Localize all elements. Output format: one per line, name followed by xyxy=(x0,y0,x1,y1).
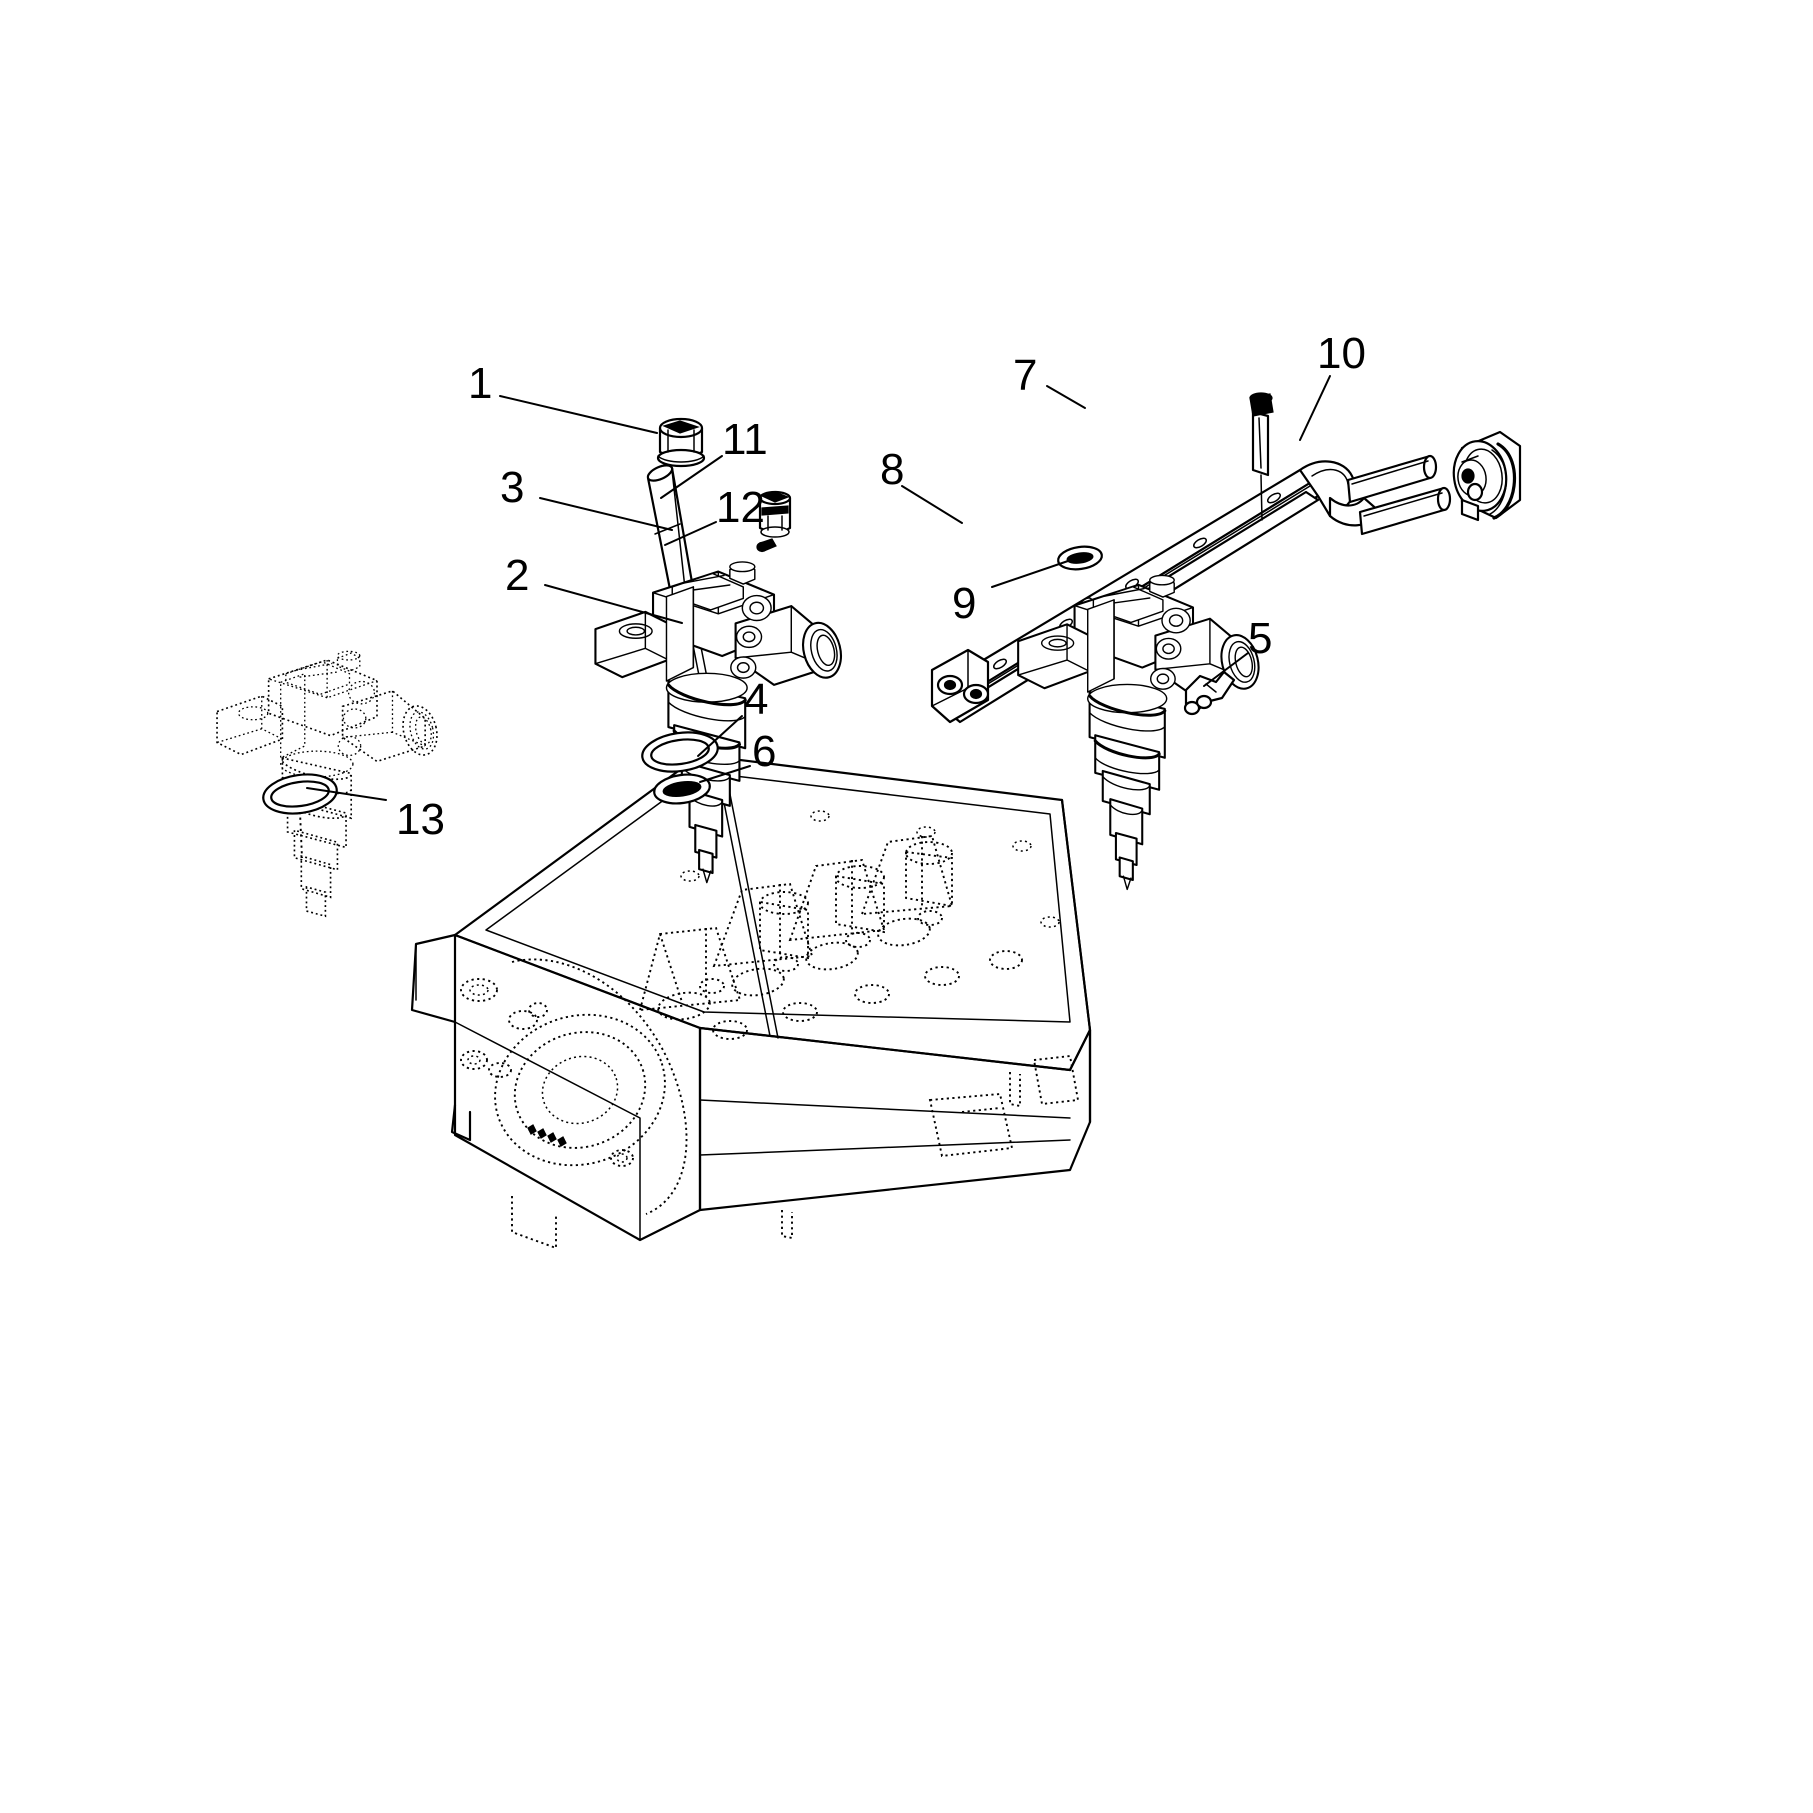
part-retainer-clip[interactable] xyxy=(1183,670,1236,716)
callout-9[interactable]: 9 xyxy=(952,579,977,628)
leader-line-7 xyxy=(1046,385,1086,409)
callout-5[interactable]: 5 xyxy=(1248,614,1273,663)
part-o-ring-small[interactable] xyxy=(652,771,711,807)
callout-1[interactable]: 1 xyxy=(468,359,493,408)
callout-leader-lines xyxy=(306,375,1331,801)
part-o-ring-large[interactable] xyxy=(640,728,721,776)
callout-13[interactable]: 13 xyxy=(396,795,445,844)
callout-3[interactable]: 3 xyxy=(500,463,525,512)
alt-rod-shaft xyxy=(299,811,303,859)
leader-line-13 xyxy=(306,787,387,801)
callout-11[interactable]: 11 xyxy=(722,415,768,464)
leader-line-11 xyxy=(660,455,723,499)
callout-2[interactable]: 2 xyxy=(505,551,530,600)
leader-line-10 xyxy=(1299,375,1331,441)
part-connector-cap[interactable] xyxy=(1449,430,1522,522)
callout-12[interactable]: 12 xyxy=(716,483,765,532)
part-fitting-small[interactable] xyxy=(758,490,792,538)
cylinder-head-block xyxy=(410,753,1092,1250)
part-o-ring-alt[interactable] xyxy=(261,770,340,818)
leader-line-9 xyxy=(991,560,1069,588)
callout-8[interactable]: 8 xyxy=(880,445,905,494)
leader-line-6 xyxy=(699,765,751,783)
callout-6[interactable]: 6 xyxy=(752,727,777,776)
leader-line-4 xyxy=(697,715,743,757)
leader-line-8 xyxy=(901,485,963,524)
leader-line-2 xyxy=(544,584,683,624)
leader-line-12 xyxy=(664,521,717,546)
leader-line-5 xyxy=(1203,652,1249,687)
leader-line-3 xyxy=(539,497,673,531)
callout-4[interactable]: 4 xyxy=(744,675,769,724)
callout-10[interactable]: 10 xyxy=(1317,329,1366,378)
part-bolt-rail[interactable] xyxy=(1249,392,1274,521)
part-o-ring-rail-seal[interactable] xyxy=(1057,544,1104,572)
leader-line-1 xyxy=(499,395,658,434)
part-cap-nut[interactable] xyxy=(656,417,706,468)
part-pin-dowel[interactable] xyxy=(756,538,777,553)
callout-7[interactable]: 7 xyxy=(1013,351,1038,400)
